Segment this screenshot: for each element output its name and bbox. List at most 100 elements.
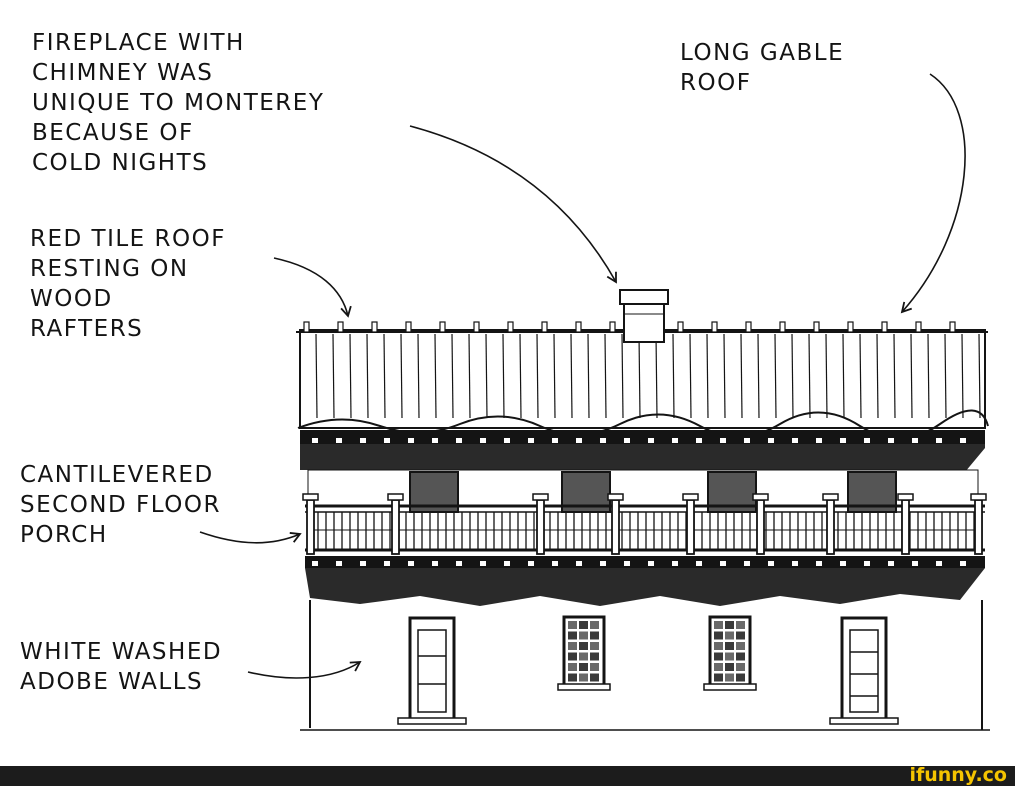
tile-line [859, 333, 862, 419]
rafter-end [936, 561, 942, 566]
ridge-tile [575, 321, 582, 333]
ridge-tile [473, 321, 480, 333]
rafter-end [504, 438, 510, 443]
tile-line [451, 333, 454, 419]
tile-line [723, 333, 726, 419]
rafter-end [432, 438, 438, 443]
rafter-end [816, 438, 822, 443]
tile-line [961, 333, 964, 419]
rafter-end [456, 561, 462, 566]
window-pane [590, 642, 599, 650]
rafter-end [744, 438, 750, 443]
rafter-end [960, 438, 966, 443]
tile-line [587, 333, 590, 419]
window-pane [568, 621, 577, 629]
ridge-tile [439, 321, 446, 333]
rafter-end [480, 438, 486, 443]
porch-post [306, 499, 315, 555]
ridge-tile [677, 321, 684, 333]
ridge-tile [915, 321, 922, 333]
footer-bar: ifunny.co [0, 764, 1015, 786]
tile-line [638, 333, 641, 419]
ridge-tile [847, 321, 854, 333]
tile-line [366, 333, 369, 419]
window-pane [736, 673, 745, 682]
tile-line [706, 333, 709, 419]
annotation-line: LONG GABLE [680, 40, 845, 66]
post-cap [682, 493, 699, 501]
ridge-tile [609, 321, 616, 333]
tile-line [910, 333, 913, 419]
ridge-tile [507, 321, 514, 333]
tile-line [842, 333, 845, 419]
ridge-tile [813, 321, 820, 333]
rafter-end [336, 561, 342, 566]
window-pane [714, 642, 723, 650]
tile-line [604, 333, 607, 419]
tile-line [825, 333, 828, 419]
rafter-end [384, 438, 390, 443]
rafter-end [720, 438, 726, 443]
window-right [703, 615, 757, 691]
annotation-porch: CANTILEVERED SECOND FLOOR PORCH [20, 460, 221, 550]
porch-joist-ends [312, 561, 966, 566]
porch-post [391, 499, 400, 555]
tile-line [808, 333, 811, 419]
window-panes [568, 621, 599, 682]
window-pane [714, 652, 723, 661]
post-cap [532, 493, 549, 501]
tile-line [672, 333, 675, 419]
annotation-line: ROOF [680, 70, 752, 96]
window-pane [579, 652, 588, 661]
annotation-line: ADOBE WALLS [20, 669, 204, 695]
tile-line [757, 333, 760, 419]
window-pane [568, 652, 577, 661]
window-pane [579, 631, 588, 640]
window-pane [579, 621, 588, 629]
window-pane [725, 652, 734, 661]
rafter-end [600, 438, 606, 443]
arrow-adobe [247, 660, 362, 679]
window-pane [579, 663, 588, 671]
door-left [397, 616, 467, 725]
rafter-ends [312, 438, 966, 443]
window-pane [590, 652, 599, 661]
annotation-line: WHITE WASHED [20, 639, 223, 665]
porch-post [611, 499, 620, 555]
window-pane [590, 673, 599, 682]
porch-post [686, 499, 695, 555]
ridge-tile [745, 321, 752, 333]
tile-line [740, 333, 743, 419]
rafter-end [336, 438, 342, 443]
window-pane [714, 673, 723, 682]
rafter-end [840, 561, 846, 566]
rafter-end [792, 561, 798, 566]
house-drawing [199, 73, 990, 731]
window-pane [590, 631, 599, 640]
tile-line [519, 333, 522, 419]
rafter-end [648, 561, 654, 566]
rafter-end [624, 438, 630, 443]
rafter-end [456, 438, 462, 443]
tile-line [349, 333, 352, 419]
second-floor [307, 469, 979, 531]
window-pane [736, 621, 745, 629]
rafter-end [672, 561, 678, 566]
porch-post [756, 499, 765, 555]
window-pane [579, 673, 588, 682]
annotation-tile-roof: RED TILE ROOF RESTING ON WOOD RAFTERS [30, 224, 226, 344]
tile-line [774, 333, 777, 419]
tile-line [944, 333, 947, 419]
tile-line [468, 333, 471, 419]
rafter-end [888, 561, 894, 566]
porch-post [826, 499, 835, 555]
porch-balusters [317, 512, 983, 550]
ridge-tile [881, 321, 888, 333]
annotation-line: RESTING ON [30, 256, 189, 282]
porch-posts [302, 493, 987, 555]
rafter-end [408, 438, 414, 443]
tile-line [689, 333, 692, 419]
rafter-end [552, 438, 558, 443]
porch-post [974, 499, 983, 555]
tile-line [332, 333, 335, 419]
